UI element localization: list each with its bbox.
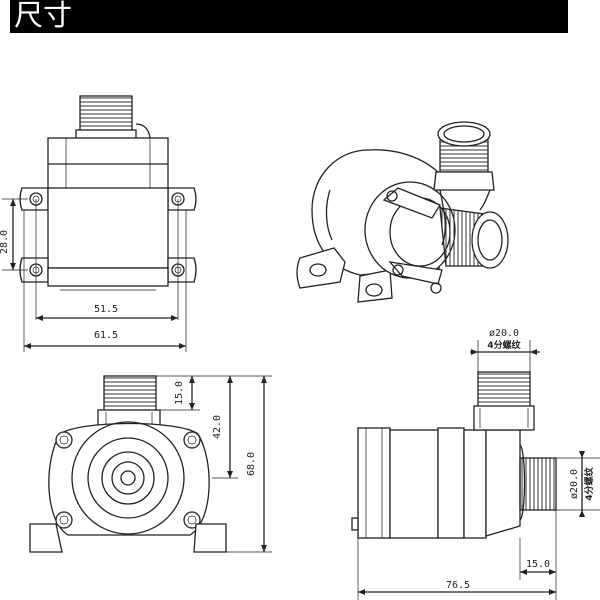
- top-outlet-thread: [477, 371, 531, 409]
- dim-front-height: 28.0: [0, 230, 10, 254]
- dim-total-length: 76.5: [446, 580, 470, 591]
- dim-total-height: 68.0: [246, 452, 257, 476]
- dim-inlet-length: 15.0: [526, 559, 550, 570]
- top-inlet-thread: [519, 457, 557, 511]
- top-view: [351, 340, 600, 600]
- section-header: 尺寸: [10, 0, 568, 33]
- isometric-view: [296, 121, 509, 303]
- front-outlet-thread: [79, 95, 133, 133]
- side-outlet-thread: [103, 375, 157, 413]
- dim-inlet-diameter: ø20.0: [569, 469, 580, 499]
- dim-mount-outer-width: 61.5: [94, 330, 118, 341]
- dim-inlet-height: 42.0: [212, 415, 223, 439]
- dim-inlet-thread: 4分螺纹: [583, 466, 595, 500]
- dim-outlet-thread: 4分螺纹: [487, 339, 521, 351]
- section-title: 尺寸: [14, 0, 73, 32]
- dim-outlet-diameter: ø20.0: [489, 328, 519, 339]
- front-view: [2, 95, 197, 352]
- side-view: [29, 375, 272, 553]
- dim-outlet-height: 15.0: [174, 381, 185, 405]
- dim-mount-inner-width: 51.5: [94, 304, 118, 315]
